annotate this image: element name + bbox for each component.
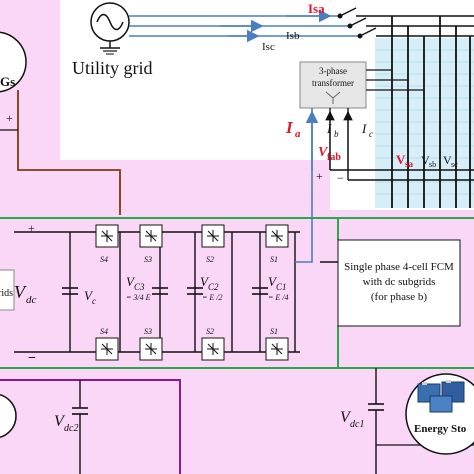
vdc-sub: dc	[26, 294, 37, 306]
s3bar-label: S3	[144, 327, 152, 336]
vdc1-label: V	[340, 409, 352, 426]
vsc-sub: sc	[451, 160, 458, 169]
left-generator-icon	[0, 31, 27, 93]
vdc-minus: −	[28, 351, 36, 366]
vc-sub: c	[92, 296, 96, 306]
transformer-label-1: 3-phase	[319, 66, 347, 76]
ib-sub: b	[334, 129, 339, 139]
vdc2-label: V	[54, 413, 66, 430]
vfab-sub: fab	[327, 152, 341, 163]
s1bar-label: S1	[270, 327, 278, 336]
left-subgrid-label: rids	[0, 288, 13, 299]
energy-storage-label: Energy Sto	[414, 423, 467, 435]
vc2-sub: C2	[208, 282, 219, 292]
s4-label: S4	[100, 255, 108, 264]
left-lower-source-icon	[0, 394, 17, 438]
vsc-label: V	[443, 153, 452, 167]
phase-a-converter-wire	[295, 205, 313, 263]
vc3-sub: C3	[134, 282, 145, 292]
isa-label: Isa	[308, 1, 325, 16]
vsb-label: V	[421, 153, 430, 167]
vsb-sub: sb	[429, 160, 436, 169]
vc-label: V	[84, 288, 94, 303]
s2-label: S2	[206, 255, 214, 264]
ic-label: I	[361, 121, 367, 136]
utility-grid-title: Utility grid	[72, 58, 153, 78]
left-plus: +	[6, 111, 13, 125]
breaker-switches	[337, 7, 474, 39]
vc2-value: = E /2	[202, 293, 223, 302]
vsa-label: V	[396, 152, 406, 167]
left-generator-label: Gs	[0, 74, 15, 89]
purple-wire	[0, 379, 181, 474]
capacitors	[62, 287, 268, 295]
vdc2-sub: dc2	[64, 423, 78, 434]
transformer-label-2: transformer	[312, 78, 354, 88]
left-subgrid-box	[0, 269, 15, 311]
fcm-line-3: (for phase b)	[371, 291, 428, 303]
vc3-value: = 3/4 E	[126, 293, 151, 302]
vdc-label: V	[14, 282, 27, 302]
fcm-line-1: Single phase 4-cell FCM	[344, 261, 454, 273]
vfab-plus: +	[316, 169, 323, 183]
vc2-label: V	[200, 274, 210, 289]
vc1-sub: C1	[276, 282, 287, 292]
s1-label: S1	[270, 255, 278, 264]
fcm-line-2: with dc subgrids	[363, 276, 436, 288]
s3-label: S3	[144, 255, 152, 264]
wye-symbol-icon	[325, 91, 341, 104]
vfab-label: V	[318, 145, 329, 160]
vfab-minus: −	[337, 171, 344, 185]
fcm-box	[337, 239, 461, 327]
ic-sub: c	[369, 129, 373, 139]
transformer-feed	[366, 69, 424, 91]
battery-icon	[417, 380, 465, 413]
vc3-label: V	[126, 274, 136, 289]
vdc1-sub: dc1	[350, 419, 364, 430]
ib-label: I	[326, 121, 332, 136]
vc1-value: = E /4	[268, 293, 289, 302]
vdc-plus: +	[28, 221, 35, 235]
vsa-sub: sa	[405, 159, 414, 169]
s4bar-label: S4	[100, 327, 108, 336]
ia-label: I	[285, 118, 294, 137]
isb-label: Isb	[286, 30, 300, 42]
isc-label: Isc	[262, 41, 275, 53]
vc1-label: V	[268, 274, 278, 289]
s2bar-label: S2	[206, 327, 214, 336]
ia-sub: a	[295, 128, 301, 140]
